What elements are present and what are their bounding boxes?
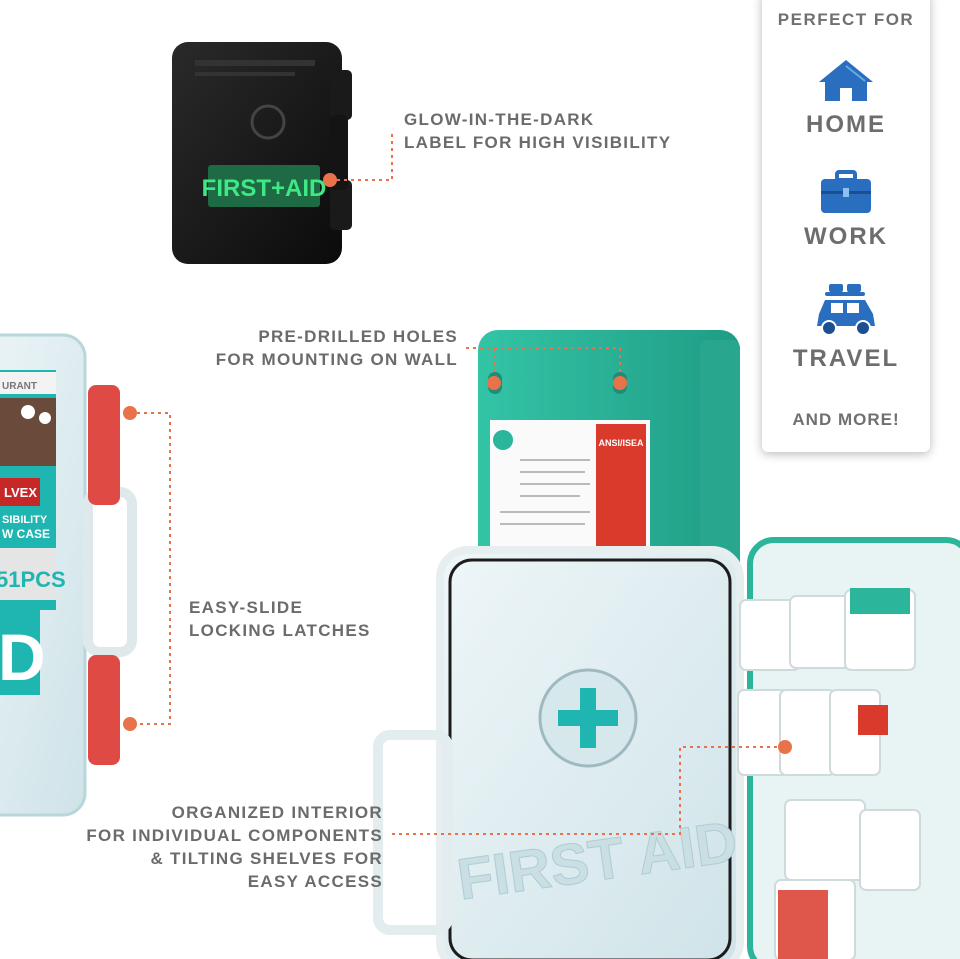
- and-more-text: AND MORE!: [792, 410, 900, 429]
- interior-image: [737, 537, 960, 959]
- svg-text:LVEX: LVEX: [4, 485, 37, 500]
- feature-interior-line3: & TILTING SHELVES FOR: [150, 849, 383, 868]
- svg-text:W CASE: W CASE: [2, 527, 50, 541]
- briefcase-icon: [821, 170, 871, 213]
- use-case-home-label: HOME: [806, 111, 886, 138]
- feature-latches-label: EASY-SLIDE LOCKING LATCHES: [189, 596, 371, 642]
- feature-latches-line2: LOCKING LATCHES: [189, 621, 371, 640]
- open-lid-image: FIRST AID: [373, 546, 744, 959]
- leader-latches: [123, 406, 171, 731]
- feature-interior-line1: ORGANIZED INTERIOR: [171, 803, 383, 822]
- feature-interior-line4: EASY ACCESS: [247, 872, 383, 891]
- use-case-travel-label: TRAVEL: [792, 345, 900, 372]
- feature-interior-label: ORGANIZED INTERIOR FOR INDIVIDUAL COMPON…: [40, 801, 383, 893]
- use-case-work: WORK: [762, 170, 930, 251]
- feature-holes-line1: PRE-DRILLED HOLES: [258, 327, 458, 346]
- svg-text:ANSI/ISEA: ANSI/ISEA: [598, 438, 644, 448]
- feature-glow-line1: GLOW-IN-THE-DARK: [404, 110, 595, 129]
- perfect-for-panel: PERFECT FOR HOME WORK TRAVEL AND MOR: [762, 0, 930, 452]
- svg-text:51PCS: 51PCS: [0, 567, 66, 592]
- car-icon: [817, 284, 875, 336]
- svg-text:URANT: URANT: [2, 381, 37, 392]
- feature-latches-line1: EASY-SLIDE: [189, 598, 304, 617]
- feature-interior-line2: FOR INDIVIDUAL COMPONENTS: [86, 826, 383, 845]
- feature-holes-line2: FOR MOUNTING ON WALL: [215, 350, 458, 369]
- use-case-work-label: WORK: [804, 223, 888, 250]
- leader-glow: [323, 130, 393, 187]
- use-case-travel: TRAVEL: [762, 282, 930, 373]
- teal-case-image: ANSI/ISEA: [478, 330, 740, 580]
- glow-case-image: FIRST+AID: [172, 42, 352, 264]
- use-case-home: HOME: [762, 58, 930, 139]
- leader-holes: [466, 347, 627, 390]
- svg-text:SIBILITY: SIBILITY: [2, 514, 48, 526]
- feature-glow-label: GLOW-IN-THE-DARK LABEL FOR HIGH VISIBILI…: [404, 108, 671, 154]
- feature-glow-line2: LABEL FOR HIGH VISIBILITY: [404, 133, 672, 152]
- perfect-for-title: PERFECT FOR: [777, 10, 915, 29]
- house-icon: [819, 60, 873, 101]
- svg-text:D: D: [0, 620, 46, 694]
- feature-holes-label: PRE-DRILLED HOLES FOR MOUNTING ON WALL: [190, 325, 458, 371]
- left-case-image: URANT LVEX SIBILITY W CASE 51PCS D: [0, 333, 137, 817]
- leader-interior: [392, 740, 792, 835]
- glow-case-label: FIRST+AID: [202, 175, 327, 202]
